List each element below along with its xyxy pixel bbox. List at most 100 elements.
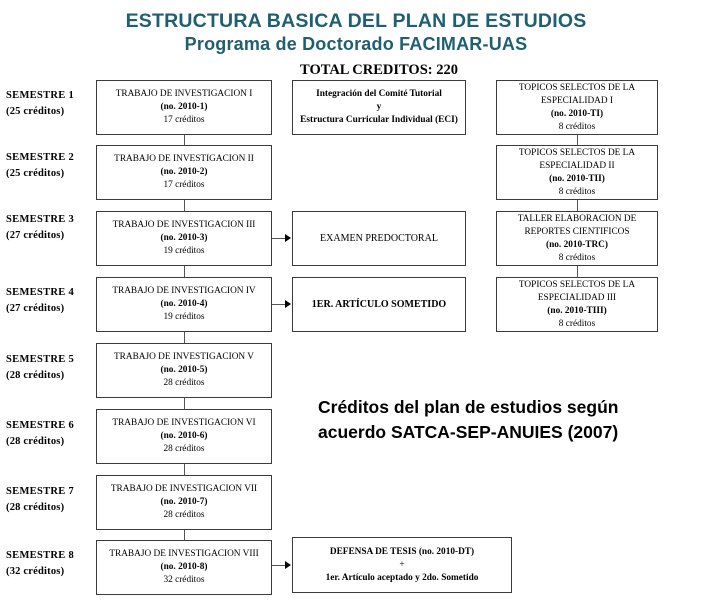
research-box-6[interactable]: TRABAJO DE INVESTIGACION VI (no. 2010-6)… [96,409,272,464]
semester-name: SEMESTRE 7 [6,486,75,497]
box-credits: 28 créditos [163,444,205,454]
semester-label-2: SEMESTRE 2 (25 créditos) [6,150,92,182]
arrow-head-examen [285,234,291,242]
box-line-3: 1er. Artículo aceptado y 2do. Sometido [325,572,479,583]
research-box-2[interactable]: TRABAJO DE INVESTIGACION II (no. 2010-2)… [96,145,272,200]
box-credits: 8 créditos [558,318,596,329]
connector-elective-3-4 [577,266,578,277]
connector-research-2-3 [184,200,185,211]
comite-tutorial-box[interactable]: Integración del Comité Tutorial y Estruc… [292,80,466,135]
semester-name: SEMESTRE 1 [6,90,75,101]
box-code: (no. 2010-4) [160,299,208,309]
connector-research-1-2 [184,135,185,145]
box-line-1: Integración del Comité Tutorial [316,89,442,99]
connector-research-6-7 [184,464,185,475]
box-credits: 28 créditos [163,378,205,388]
semester-name: SEMESTRE 4 [6,287,75,298]
elective-box-2[interactable]: TOPICOS SELECTOS DE LA ESPECIALIDAD II (… [496,145,658,200]
box-title: TRABAJO DE INVESTIGACION VIII [109,549,259,559]
arrow-head-articulo [285,300,291,308]
box-code: (no. 2010-1) [160,102,208,112]
box-credits: 19 créditos [163,312,205,322]
box-credits: 8 créditos [558,186,596,197]
box-title: TRABAJO DE INVESTIGACION I [115,89,253,99]
box-title-line2: ESPECIALIDAD III [537,292,617,303]
arrow-line-articulo [272,304,286,305]
box-code: (no. 2010-5) [160,365,208,375]
semester-label-3: SEMESTRE 3 (27 créditos) [6,212,92,244]
box-line-2: y [376,102,382,112]
semester-label-4: SEMESTRE 4 (27 créditos) [6,285,92,317]
defensa-tesis-box[interactable]: DEFENSA DE TESIS (no. 2010-DT) + 1er. Ar… [292,537,512,593]
box-title-line2: REPORTES CIENTIFICOS [524,226,630,237]
box-credits: 17 créditos [163,115,205,125]
box-title: TRABAJO DE INVESTIGACION VI [112,418,256,428]
box-code: (no. 2010-2) [160,167,208,177]
page-title-line1: ESTRUCTURA BASICA DEL PLAN DE ESTUDIOS [125,10,587,32]
arrow-line-tesis [272,565,286,566]
semester-credits: (25 créditos) [6,168,65,179]
connector-research-7-8 [184,530,185,540]
box-title: TRABAJO DE INVESTIGACION III [112,220,256,230]
semester-name: SEMESTRE 2 [6,152,75,163]
page-title-line2: Programa de Doctorado FACIMAR-UAS [184,34,528,54]
semester-name: SEMESTRE 8 [6,550,75,561]
box-title: TRABAJO DE INVESTIGACION IV [112,286,256,296]
semester-name: SEMESTRE 3 [6,214,75,225]
research-box-8[interactable]: TRABAJO DE INVESTIGACION VIII (no. 2010-… [96,540,272,595]
semester-name: SEMESTRE 6 [6,420,75,431]
semester-label-8: SEMESTRE 8 (32 créditos) [6,548,92,580]
box-line-3: Estructura Curricular Individual (ECI) [300,115,458,125]
research-box-3[interactable]: TRABAJO DE INVESTIGACION III (no. 2010-3… [96,211,272,266]
box-title-line1: TOPICOS SELECTOS DE LA [518,147,636,158]
elective-box-1[interactable]: TOPICOS SELECTOS DE LA ESPECIALIDAD I (n… [496,80,658,135]
box-code: (no. 2010-TI) [550,108,604,119]
box-title: TRABAJO DE INVESTIGACION VII [110,484,258,494]
semester-label-1: SEMESTRE 1 (25 créditos) [6,88,92,120]
satca-note-line2: acuerdo SATCA-SEP-ANUIES (2007) [318,422,619,442]
connector-elective-2-3 [577,200,578,211]
box-code: (no. 2010-TIII) [547,305,607,316]
box-line-1: DEFENSA DE TESIS (no. 2010-DT) [329,546,475,557]
arrow-head-tesis [285,561,291,569]
research-box-7[interactable]: TRABAJO DE INVESTIGACION VII (no. 2010-7… [96,475,272,530]
examen-predoctoral-box[interactable]: EXAMEN PREDOCTORAL [292,211,466,266]
box-title-line2: ESPECIALIDAD II [539,160,615,171]
box-credits: 8 créditos [558,121,596,132]
box-line-1: 1ER. ARTÍCULO SOMETIDO [311,299,447,310]
box-title-line1: TOPICOS SELECTOS DE LA [518,82,636,93]
box-line-1: EXAMEN PREDOCTORAL [320,233,438,244]
primer-articulo-box[interactable]: 1ER. ARTÍCULO SOMETIDO [292,277,466,332]
semester-label-5: SEMESTRE 5 (28 créditos) [6,352,92,384]
box-title: TRABAJO DE INVESTIGACION V [113,352,255,362]
semester-credits: (25 créditos) [6,106,65,117]
page-header: ESTRUCTURA BASICA DEL PLAN DE ESTUDIOS P… [0,10,712,55]
box-title-line1: TOPICOS SELECTOS DE LA [518,279,636,290]
box-credits: 8 créditos [558,252,596,263]
semester-name: SEMESTRE 5 [6,354,75,365]
research-box-1[interactable]: TRABAJO DE INVESTIGACION I (no. 2010-1) … [96,80,272,135]
total-credits-label: TOTAL CREDITOS: 220 [300,62,458,78]
box-code: (no. 2010-TRC) [546,239,608,250]
box-credits: 19 créditos [163,246,205,256]
research-box-5[interactable]: TRABAJO DE INVESTIGACION V (no. 2010-5) … [96,343,272,398]
box-title: TRABAJO DE INVESTIGACION II [114,154,254,164]
semester-label-6: SEMESTRE 6 (28 créditos) [6,418,92,450]
research-box-4[interactable]: TRABAJO DE INVESTIGACION IV (no. 2010-4)… [96,277,272,332]
semester-credits: (27 créditos) [6,303,65,314]
semester-credits: (28 créditos) [6,502,65,513]
semester-label-7: SEMESTRE 7 (28 créditos) [6,484,92,516]
box-line-2: + [399,559,405,570]
box-code: (no. 2010-3) [160,233,208,243]
semester-credits: (28 créditos) [6,436,65,447]
satca-note-line1: Créditos del plan de estudios según [318,397,619,417]
box-credits: 28 créditos [163,510,205,520]
elective-box-4[interactable]: TOPICOS SELECTOS DE LA ESPECIALIDAD III … [496,277,658,332]
box-code: (no. 2010-6) [160,431,208,441]
box-title-line2: ESPECIALIDAD I [540,95,614,106]
box-code: (no. 2010-7) [160,497,208,507]
box-title-line1: TALLER ELABORACION DE [517,213,637,224]
elective-box-3[interactable]: TALLER ELABORACION DE REPORTES CIENTIFIC… [496,211,658,266]
box-code: (no. 2010-8) [160,562,208,572]
semester-credits: (28 créditos) [6,370,65,381]
